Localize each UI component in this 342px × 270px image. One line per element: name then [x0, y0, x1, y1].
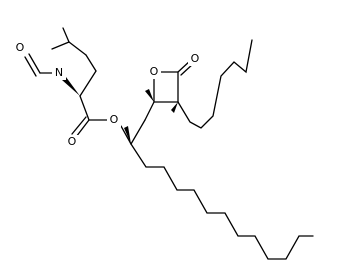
atom-amide-n: N [55, 66, 63, 79]
wedge-alpha-to-n [62, 77, 80, 96]
wedge-ring-c-right [171, 102, 178, 113]
bond-ch2-to-ring-c [144, 101, 155, 121]
bond-isopropyl-methyl-left [51, 41, 70, 50]
stereo-wedges [62, 77, 178, 144]
bond-ch2-to-alpha [79, 70, 97, 97]
bond-alpha-to-ester-c [79, 95, 90, 121]
bond-isopropyl-methyl-top [62, 27, 70, 43]
atom-lactone-ring-o: O [150, 65, 159, 78]
bond-formyl-c-o-1 [28, 53, 41, 74]
bond-isopropyl-to-ch2 [68, 41, 87, 56]
wedge-ester-ch [124, 126, 131, 144]
label-bg-formyl-o [12, 41, 28, 55]
atom-formyl-o: O [16, 41, 25, 54]
label-bg-ester-o [107, 113, 121, 127]
bond-hexyl-chain [177, 39, 253, 129]
wedge-ring-c-left [145, 89, 154, 102]
label-bg-ester-carbonyl-o [65, 135, 79, 149]
bond-ester-o-to-ch [120, 125, 132, 145]
bond-ch2-to-ch2 [85, 54, 97, 72]
bond-ester-c-o-1 [75, 119, 90, 138]
bond-formyl-c-o-2 [24, 56, 37, 77]
bond-ester-c-o-2 [71, 116, 87, 135]
atom-labels: O N O O O O [12, 41, 202, 149]
label-bg-lactone-ring-o [147, 65, 161, 79]
bond-long-alkyl-chain [130, 143, 314, 260]
atom-lactone-carbonyl-o: O [191, 52, 200, 65]
atom-ester-carbonyl-o: O [68, 135, 77, 148]
bond-ch-to-ch2-ring [130, 119, 146, 145]
atom-ester-o: O [110, 113, 119, 126]
label-bg-lactone-carbonyl-o [188, 52, 202, 66]
label-bg-amide-n [52, 66, 66, 80]
